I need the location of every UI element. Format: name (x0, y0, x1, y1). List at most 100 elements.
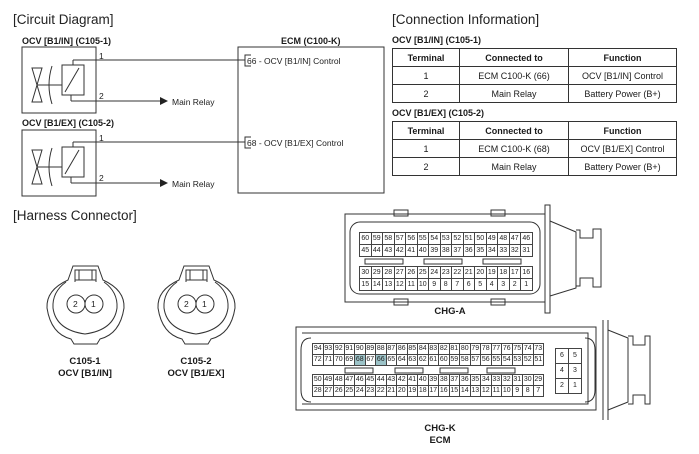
pin-86: 86 (397, 344, 408, 355)
pin-59: 59 (371, 233, 383, 245)
pin-57: 57 (470, 355, 481, 366)
pin-27: 27 (323, 386, 334, 397)
pin-57: 57 (394, 233, 406, 245)
pin-61: 61 (428, 355, 439, 366)
pin-46: 46 (521, 233, 533, 245)
pin-32: 32 (502, 375, 513, 386)
pin-25: 25 (344, 386, 355, 397)
pin-26: 26 (406, 267, 418, 279)
cell-function: Battery Power (B+) (568, 84, 677, 103)
pin-29: 29 (371, 267, 383, 279)
table-row: 1 ECM C100-K (66) OCV [B1/IN] Control (392, 66, 677, 85)
pin-15: 15 (360, 279, 372, 291)
pin-91: 91 (344, 344, 355, 355)
pin-25: 25 (417, 267, 429, 279)
valve-icon (31, 67, 43, 103)
ocv-in-pin2: 2 (99, 91, 104, 101)
cell-function: Battery Power (B+) (568, 157, 677, 176)
connector-c105-2-icon (157, 265, 236, 345)
pin-18: 18 (498, 267, 510, 279)
pin-65: 65 (386, 355, 397, 366)
pin-84: 84 (418, 344, 429, 355)
pin-22: 22 (376, 386, 387, 397)
pin-53: 53 (440, 233, 452, 245)
pin-52: 52 (452, 233, 464, 245)
pin-31: 31 (521, 245, 533, 257)
ocv-ex-pin2: 2 (99, 173, 104, 183)
pin-94: 94 (313, 344, 324, 355)
pin-72: 72 (313, 355, 324, 366)
ocv-ex-box (21, 129, 97, 197)
pin-8: 8 (440, 279, 452, 291)
pin-30: 30 (360, 267, 372, 279)
pin-24: 24 (429, 267, 441, 279)
pin-50: 50 (475, 233, 487, 245)
pin-31: 31 (512, 375, 523, 386)
pin-11: 11 (491, 386, 502, 397)
pin-20: 20 (397, 386, 408, 397)
pin-68: 68 (355, 355, 366, 366)
pin-42: 42 (397, 375, 408, 386)
pin-66: 66 (376, 355, 387, 366)
pin-30: 30 (523, 375, 534, 386)
pin-34: 34 (486, 245, 498, 257)
pin-58: 58 (460, 355, 471, 366)
pin-17: 17 (428, 386, 439, 397)
pin-83: 83 (428, 344, 439, 355)
pin-44: 44 (371, 245, 383, 257)
pin-5: 5 (475, 279, 487, 291)
pin-53: 53 (512, 355, 523, 366)
pin-23: 23 (365, 386, 376, 397)
pin-13: 13 (470, 386, 481, 397)
pin-56: 56 (481, 355, 492, 366)
pin-32: 32 (509, 245, 521, 257)
pin-23: 23 (440, 267, 452, 279)
pin-47: 47 (509, 233, 521, 245)
c105-1-pin-1: 1 (91, 299, 96, 309)
pin-60: 60 (439, 355, 450, 366)
pin-36: 36 (463, 245, 475, 257)
pin-40: 40 (417, 245, 429, 257)
ocv-in-pin1: 1 (99, 51, 104, 61)
pin-20: 20 (475, 267, 487, 279)
pin-46: 46 (355, 375, 366, 386)
pin-44: 44 (376, 375, 387, 386)
pin-41: 41 (407, 375, 418, 386)
pin-27: 27 (394, 267, 406, 279)
ocv-ex-destination: Main Relay (172, 179, 215, 189)
pin-19: 19 (486, 267, 498, 279)
pin-8: 8 (523, 386, 534, 397)
cell-terminal: 2 (392, 84, 460, 103)
pin-42: 42 (394, 245, 406, 257)
pin-28: 28 (383, 267, 395, 279)
pin-93: 93 (323, 344, 334, 355)
pin-33: 33 (498, 245, 510, 257)
connector-c105-1-icon (46, 265, 125, 345)
pin-14: 14 (371, 279, 383, 291)
pin-19: 19 (407, 386, 418, 397)
pin-75: 75 (512, 344, 523, 355)
pin-29: 29 (533, 375, 544, 386)
c105-2-id: C105-2 (180, 356, 212, 367)
pin-51: 51 (463, 233, 475, 245)
chg-a-housing (344, 204, 602, 314)
pin-4: 4 (556, 364, 569, 379)
chg-k-housing (295, 320, 651, 420)
pin-22: 22 (452, 267, 464, 279)
pin-40: 40 (418, 375, 429, 386)
ecm-terminal-68: 68 - OCV [B1/EX] Control (247, 138, 344, 148)
table-1-title: OCV [B1/IN] (C105-1) (392, 35, 482, 45)
pin-63: 63 (407, 355, 418, 366)
pin-4: 4 (486, 279, 498, 291)
pin-37: 37 (452, 245, 464, 257)
pin-36: 36 (460, 375, 471, 386)
pin-71: 71 (323, 355, 334, 366)
pin-2: 2 (509, 279, 521, 291)
pin-14: 14 (460, 386, 471, 397)
pin-74: 74 (523, 344, 534, 355)
pin-34: 34 (481, 375, 492, 386)
